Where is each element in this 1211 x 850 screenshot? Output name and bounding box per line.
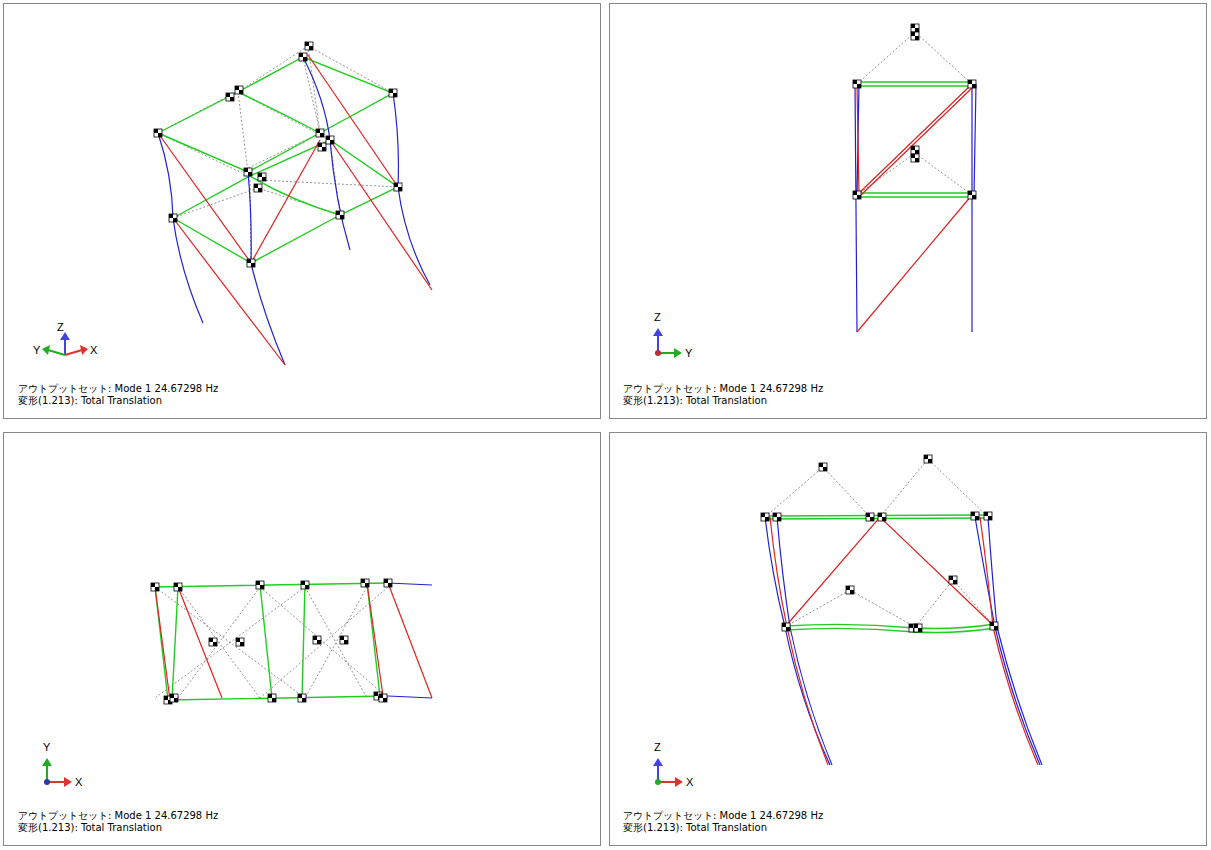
axis-label: X xyxy=(686,776,693,788)
output-set-note: アウトプットセット: Mode 1 24.67298 Hz xyxy=(18,383,218,395)
axis-label: Y xyxy=(685,347,692,359)
axis-label: X xyxy=(90,344,97,356)
axis-label: Z xyxy=(57,321,64,333)
output-set-note: アウトプットセット: Mode 1 24.67298 Hz xyxy=(18,810,218,822)
axis-label: Y xyxy=(33,344,40,356)
deformation-note: 変形(1.213): Total Translation xyxy=(18,395,162,407)
axis-label: X xyxy=(75,776,82,788)
axis-label: Y xyxy=(43,741,50,753)
axis-label: Z xyxy=(654,741,661,753)
output-set-note: アウトプットセット: Mode 1 24.67298 Hz xyxy=(623,810,823,822)
deformation-note: 変形(1.213): Total Translation xyxy=(18,822,162,834)
output-set-note: アウトプットセット: Mode 1 24.67298 Hz xyxy=(623,383,823,395)
deformation-note: 変形(1.213): Total Translation xyxy=(623,822,767,834)
axis-label: Z xyxy=(654,311,661,323)
deformation-note: 変形(1.213): Total Translation xyxy=(623,395,767,407)
